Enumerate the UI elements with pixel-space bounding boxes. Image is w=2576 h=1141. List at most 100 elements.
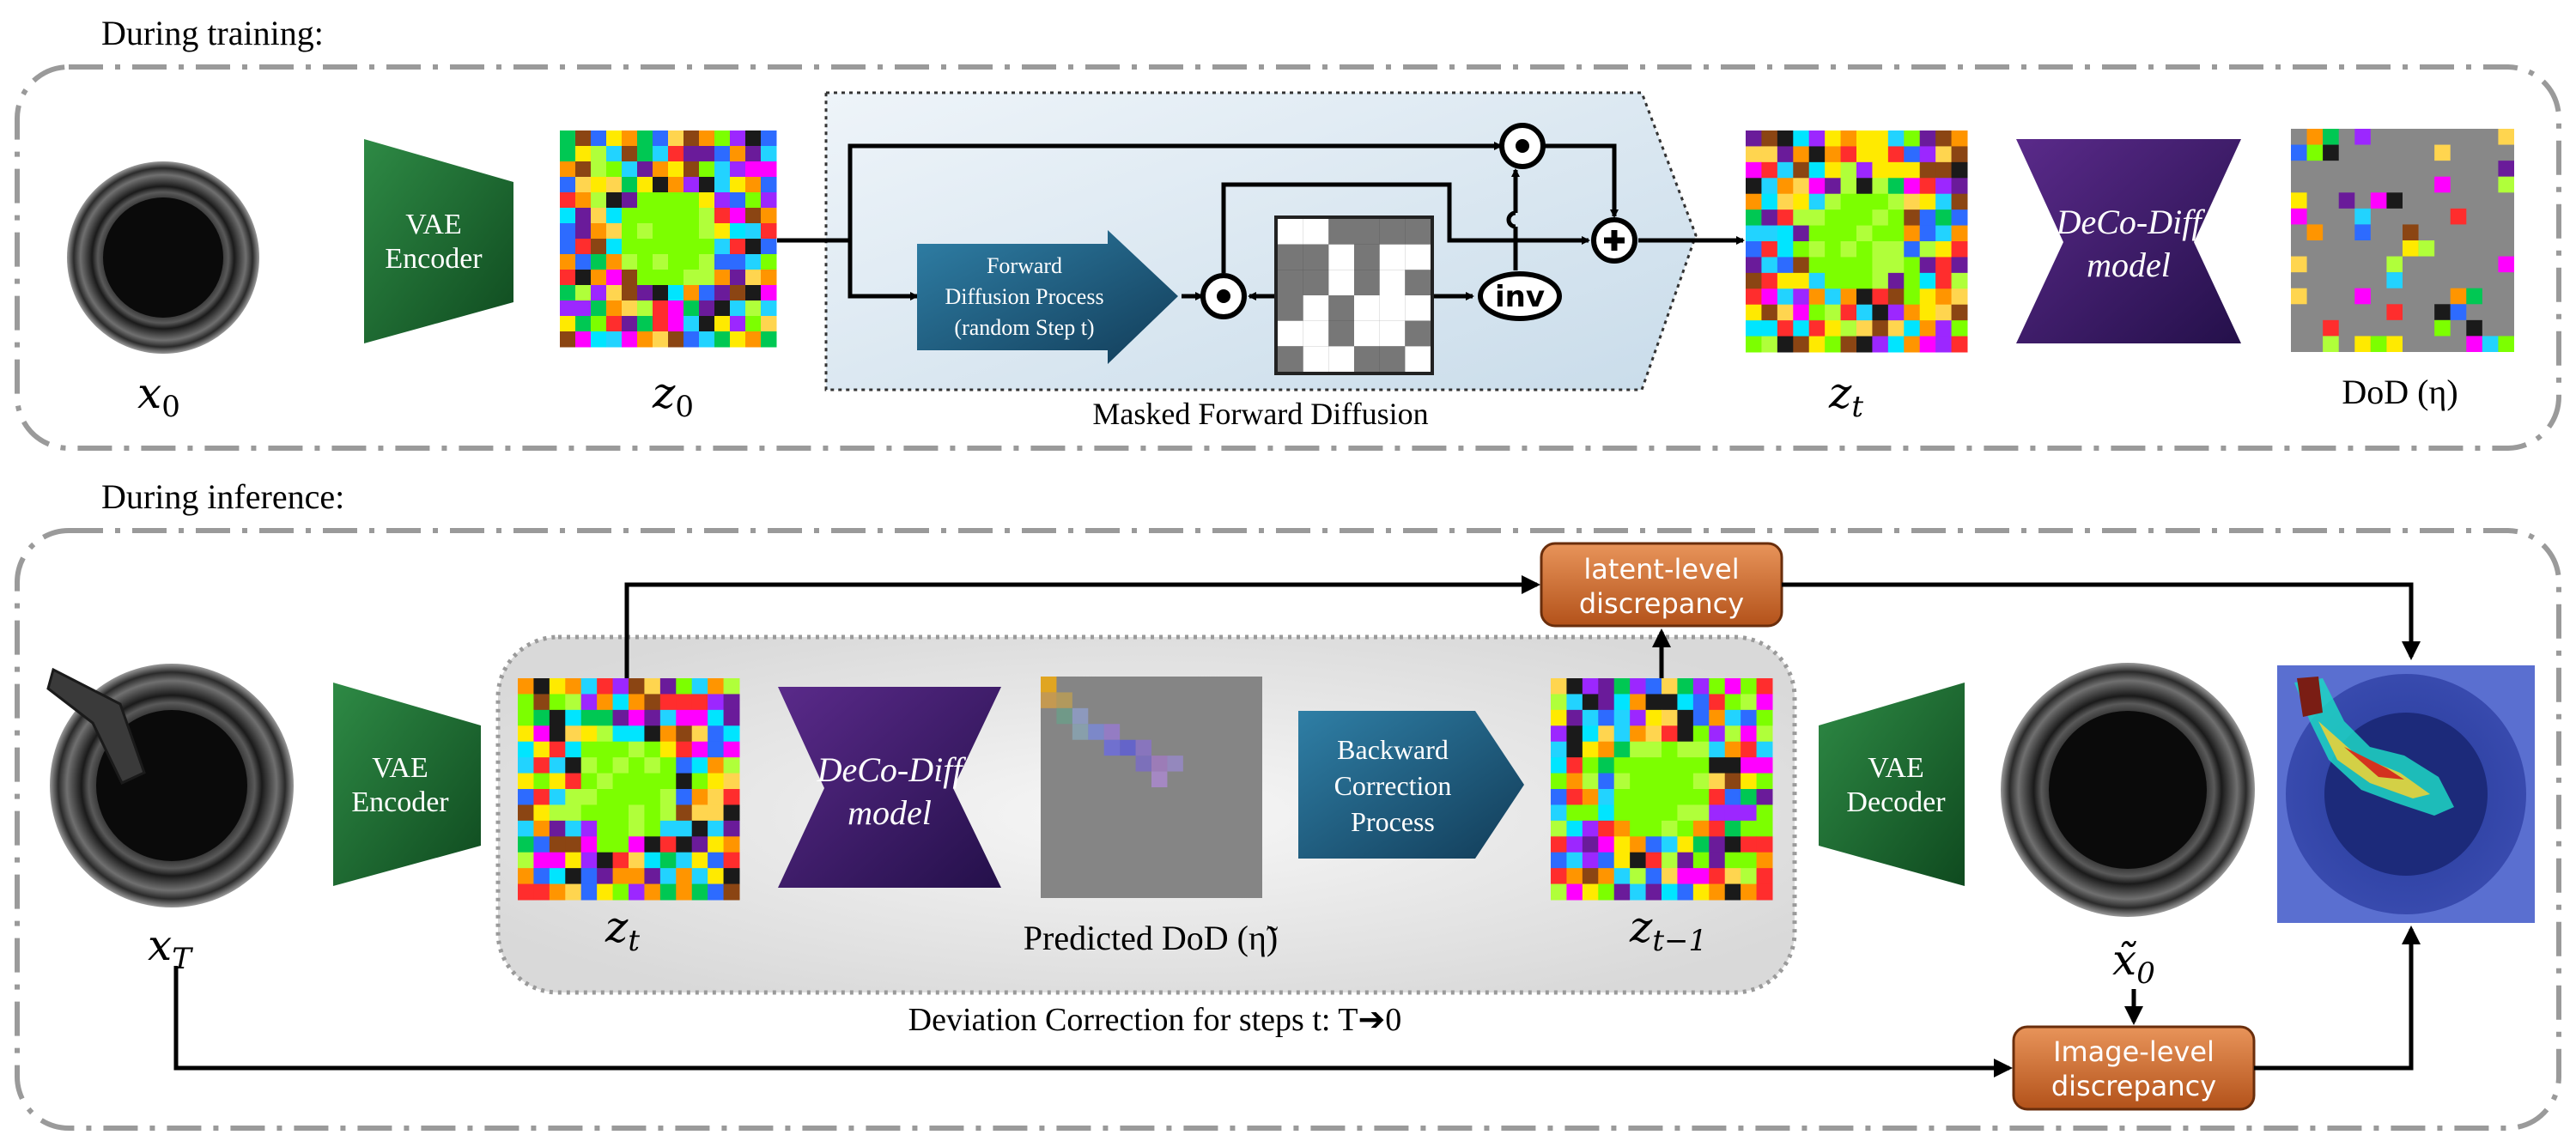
mask-cell bbox=[1278, 346, 1303, 372]
latent-cell bbox=[622, 331, 638, 348]
latent-cell bbox=[1746, 161, 1762, 179]
latent-cell bbox=[1777, 146, 1794, 163]
latent-cell bbox=[1741, 694, 1758, 711]
latent-cell bbox=[575, 254, 592, 270]
latent-cell bbox=[575, 300, 592, 317]
latent-cell bbox=[1645, 694, 1662, 711]
latent-cell bbox=[606, 208, 623, 224]
latent-cell bbox=[549, 694, 566, 711]
latent-cell bbox=[575, 270, 592, 286]
latent-cell bbox=[1551, 694, 1567, 711]
svg-text:Diffusion Process: Diffusion Process bbox=[945, 284, 1103, 309]
latent-cell bbox=[560, 223, 576, 240]
latent-cell bbox=[1840, 209, 1857, 227]
latent-cell bbox=[1613, 741, 1631, 758]
input-image-x0 bbox=[67, 161, 259, 354]
latent-cell bbox=[1582, 789, 1599, 805]
latent-cell bbox=[659, 694, 677, 711]
latent-cell bbox=[1793, 288, 1810, 306]
mask-cell bbox=[1354, 219, 1380, 245]
dod-cell bbox=[2370, 192, 2387, 209]
latent-cell bbox=[1582, 820, 1599, 837]
latent-cell bbox=[1709, 852, 1726, 869]
latent-cell bbox=[1808, 320, 1826, 337]
latent-cell bbox=[591, 316, 607, 332]
latent-cell bbox=[714, 300, 731, 317]
latent-cell bbox=[1709, 678, 1726, 695]
latent-cell bbox=[1793, 241, 1810, 258]
latent-cell bbox=[659, 852, 677, 869]
latent-cell bbox=[676, 804, 693, 822]
latent-cell bbox=[612, 709, 629, 726]
latent-cell bbox=[637, 285, 653, 301]
latent-cell bbox=[1724, 868, 1741, 885]
dod-cell bbox=[2498, 161, 2514, 177]
latent-cell bbox=[1746, 146, 1762, 163]
latent-cell bbox=[1935, 209, 1953, 227]
latent-cell bbox=[723, 694, 740, 711]
latent-cell bbox=[683, 270, 700, 286]
input-image-xT bbox=[46, 664, 294, 907]
latent-cell bbox=[597, 725, 614, 743]
latent-cell bbox=[580, 820, 598, 837]
latent-cell bbox=[1582, 804, 1599, 822]
latent-cell bbox=[745, 130, 762, 147]
latent-cell bbox=[518, 836, 534, 853]
latent-cell bbox=[1887, 146, 1905, 163]
latent-cell bbox=[761, 146, 777, 162]
latent-cell bbox=[761, 239, 777, 255]
latent-cell bbox=[560, 192, 576, 209]
latent-cell bbox=[580, 725, 598, 743]
latent-cell bbox=[1951, 336, 1968, 353]
latent-cell bbox=[1840, 336, 1857, 353]
latent-cell bbox=[1756, 725, 1773, 743]
latent-cell bbox=[575, 223, 592, 240]
latent-cell bbox=[730, 285, 746, 301]
latent-cell bbox=[730, 161, 746, 178]
latent-cell bbox=[1746, 336, 1762, 353]
latent-cell bbox=[1645, 852, 1662, 869]
latent-cell bbox=[1566, 678, 1583, 695]
latent-cell bbox=[659, 757, 677, 774]
latent-cell bbox=[1724, 773, 1741, 790]
latent-cell bbox=[730, 130, 746, 147]
latent-cell bbox=[606, 300, 623, 317]
latent-cell bbox=[518, 741, 534, 758]
latent-cell bbox=[659, 773, 677, 790]
image-level-discrepancy: Image-level discrepancy bbox=[2012, 1025, 2256, 1111]
latent-cell bbox=[1692, 868, 1710, 885]
latent-cell bbox=[714, 223, 731, 240]
latent-cell bbox=[723, 836, 740, 853]
latent-cell bbox=[1709, 757, 1726, 774]
latent-cell bbox=[1793, 272, 1810, 289]
latent-cell bbox=[1741, 820, 1758, 837]
latent-cell bbox=[1613, 836, 1631, 853]
latent-cell bbox=[745, 239, 762, 255]
svg-text:discrepancy: discrepancy bbox=[1579, 587, 1744, 620]
latent-cell bbox=[565, 883, 582, 901]
latent-cell bbox=[1935, 257, 1953, 274]
dod-cell bbox=[2498, 176, 2514, 193]
svg-text:VAE: VAE bbox=[405, 209, 462, 240]
latent-cell bbox=[644, 757, 661, 774]
dod-cell bbox=[2291, 208, 2307, 225]
latent-cell bbox=[597, 678, 614, 695]
latent-cell bbox=[714, 208, 731, 224]
latent-cell bbox=[565, 694, 582, 711]
latent-cell bbox=[1761, 304, 1778, 321]
latent-cell bbox=[699, 254, 715, 270]
latent-cell bbox=[1840, 178, 1857, 195]
latent-cell bbox=[591, 208, 607, 224]
latent-cell bbox=[676, 868, 693, 885]
latent-cell bbox=[606, 270, 623, 286]
latent-cell bbox=[1840, 241, 1857, 258]
latent-cell bbox=[533, 694, 550, 711]
latent-cell bbox=[1872, 272, 1889, 289]
latent-cell bbox=[1598, 678, 1615, 695]
latent-cell bbox=[560, 161, 576, 178]
latent-cell bbox=[1645, 757, 1662, 774]
latent-cell bbox=[549, 789, 566, 805]
latent-cell bbox=[606, 130, 623, 147]
latent-cell bbox=[1793, 193, 1810, 210]
latent-cell bbox=[606, 192, 623, 209]
